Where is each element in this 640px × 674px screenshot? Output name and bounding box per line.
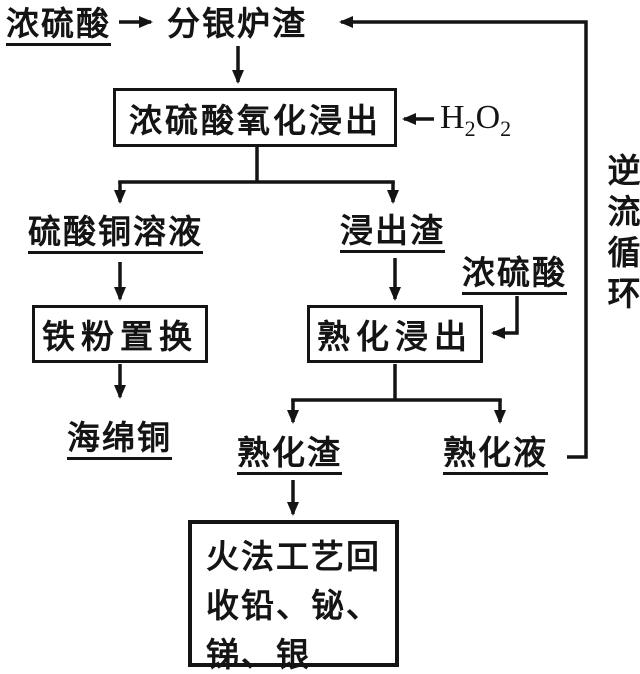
box-pyro-recovery: 火法工艺回 收铅、铋、 锑、银	[188, 520, 399, 674]
label-cured-solution: 熟化液	[443, 434, 548, 476]
arrow-side-acid-in	[491, 296, 519, 339]
label-conc-sulfuric-acid-side: 浓硫酸	[462, 254, 567, 296]
box-oxidation-leach: 浓硫酸氧化浸出	[113, 88, 397, 147]
box-curing-leach: 熟化浸出	[307, 305, 483, 363]
box-iron-powder-replacement: 铁粉置换	[32, 305, 208, 363]
pyro-recovery-line-3: 锑、银	[206, 635, 311, 674]
h2o2-sub2: 2	[500, 115, 512, 141]
label-silver-separation-slag: 分银炉渣	[167, 4, 307, 43]
arrow-countercurrent-loop	[339, 16, 588, 459]
h2o2-h: H	[440, 99, 465, 136]
pyro-recovery-line-1: 火法工艺回	[206, 537, 381, 576]
h2o2-o: O	[475, 99, 501, 136]
label-h2o2: H2O2	[440, 99, 511, 141]
label-conc-sulfuric-acid-top: 浓硫酸	[6, 5, 111, 47]
label-copper-sulfate-solution: 硫酸铜溶液	[28, 213, 203, 255]
label-leach-residue: 浸出渣	[340, 212, 445, 254]
label-countercurrent-cycle: 逆流循环	[602, 153, 640, 317]
label-cured-residue: 熟化渣	[237, 434, 342, 476]
h2o2-sub1: 2	[464, 115, 476, 141]
pyro-recovery-line-2: 收铅、铋、	[206, 586, 381, 625]
label-sponge-copper: 海绵铜	[67, 419, 172, 461]
